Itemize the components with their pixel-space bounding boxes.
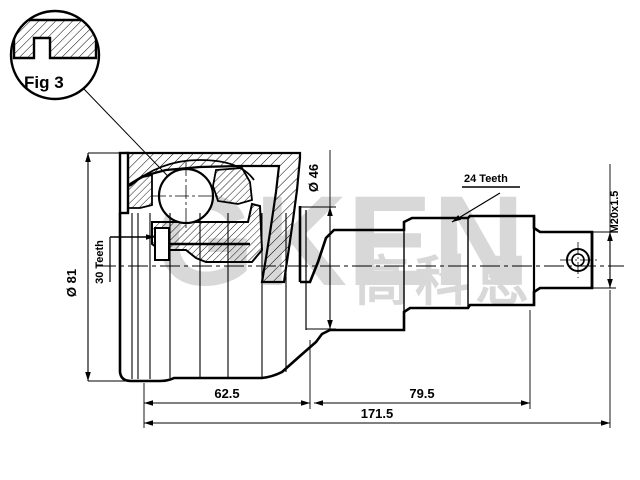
label-thread-spec: M20x1.5 [609,191,621,234]
bell-housing-section [118,151,302,284]
callout-shaft-spline: 24 Teeth [451,173,520,223]
dimension-shaft-length: 79.5 [314,310,531,409]
dim-label-62-5: 62.5 [214,386,239,401]
leader-24-teeth [451,192,501,223]
fig3-label: Fig 3 [24,73,64,92]
shaft-top-edge [300,214,594,284]
bell-left-lip [118,151,130,215]
fig3-circle [9,9,101,101]
label-30-teeth: 30 Teeth [94,240,106,284]
fig3-detail-callout: Fig 3 [9,9,187,196]
thread-end-hole [560,242,598,278]
bell-outer-wall [124,151,302,284]
fig3-hatch-area [14,20,96,58]
label-24-teeth: 24 Teeth [464,173,508,185]
spline-teeth-block [154,227,170,261]
dim-label-79-5: 79.5 [409,386,434,401]
watermark-brand-cn: 高科恩 [355,252,535,312]
dimension-outer-diameter: Ø 81 [64,152,126,382]
callout-thread-spec: M20x1.5 [592,164,621,289]
dimension-joint-length: 62.5 [143,340,311,428]
dim-label-171-5: 171.5 [361,406,394,421]
dim-label-d46: Ø 46 [306,164,321,192]
cage-arc [129,159,255,187]
dim-label-d81: Ø 81 [64,269,79,297]
callout-inner-spline: 30 Teeth [94,234,155,284]
dimension-overall-length: 171.5 [144,290,611,428]
boot-rib-lines [131,213,287,379]
dimension-boot-seat-diameter: Ø 46 [300,150,336,330]
